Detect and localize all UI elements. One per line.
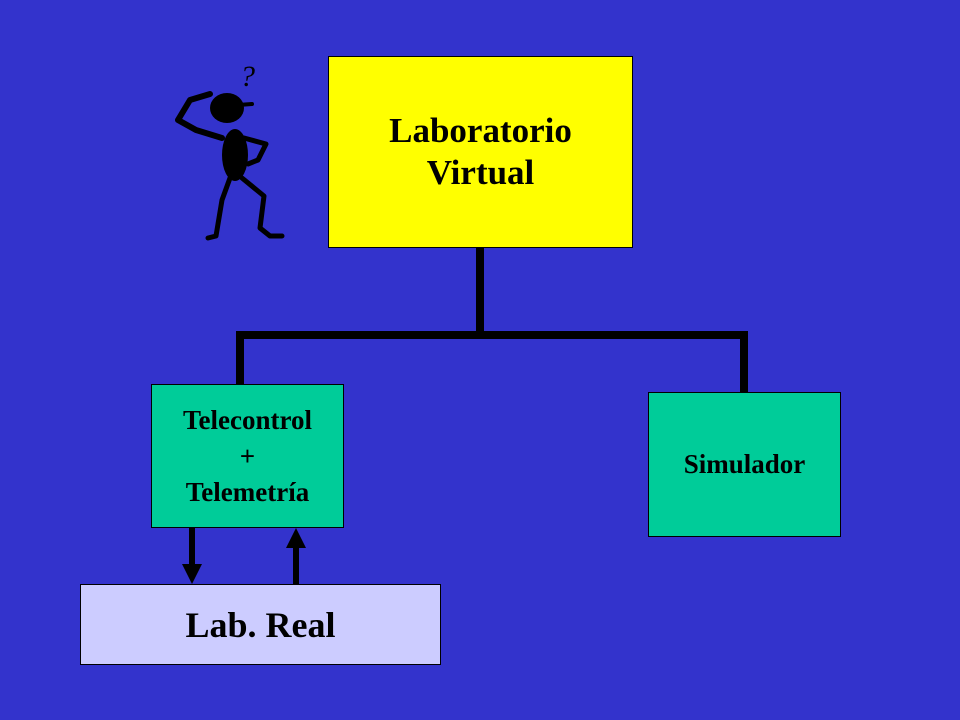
right-line-1: Simulador bbox=[683, 449, 806, 479]
laboratorio-virtual-box: Laboratorio Virtual bbox=[328, 56, 633, 248]
simulador-box: Simulador bbox=[648, 392, 841, 537]
telecontrol-box: Telecontrol + Telemetría bbox=[151, 384, 344, 528]
left-line-3: Telemetría bbox=[185, 477, 310, 507]
root-line-1: Laboratorio bbox=[389, 111, 572, 150]
down-arrow bbox=[182, 528, 202, 584]
svg-text:?: ? bbox=[240, 60, 255, 93]
confused-person-icon: ? bbox=[175, 60, 285, 241]
up-arrow bbox=[286, 528, 306, 584]
left-line-1: Telecontrol bbox=[183, 405, 312, 435]
root-line-2: Virtual bbox=[426, 153, 535, 192]
left-line-2: + bbox=[239, 441, 256, 471]
lab-real-box: Lab. Real bbox=[80, 584, 441, 665]
real-lab-label: Lab. Real bbox=[185, 604, 336, 645]
